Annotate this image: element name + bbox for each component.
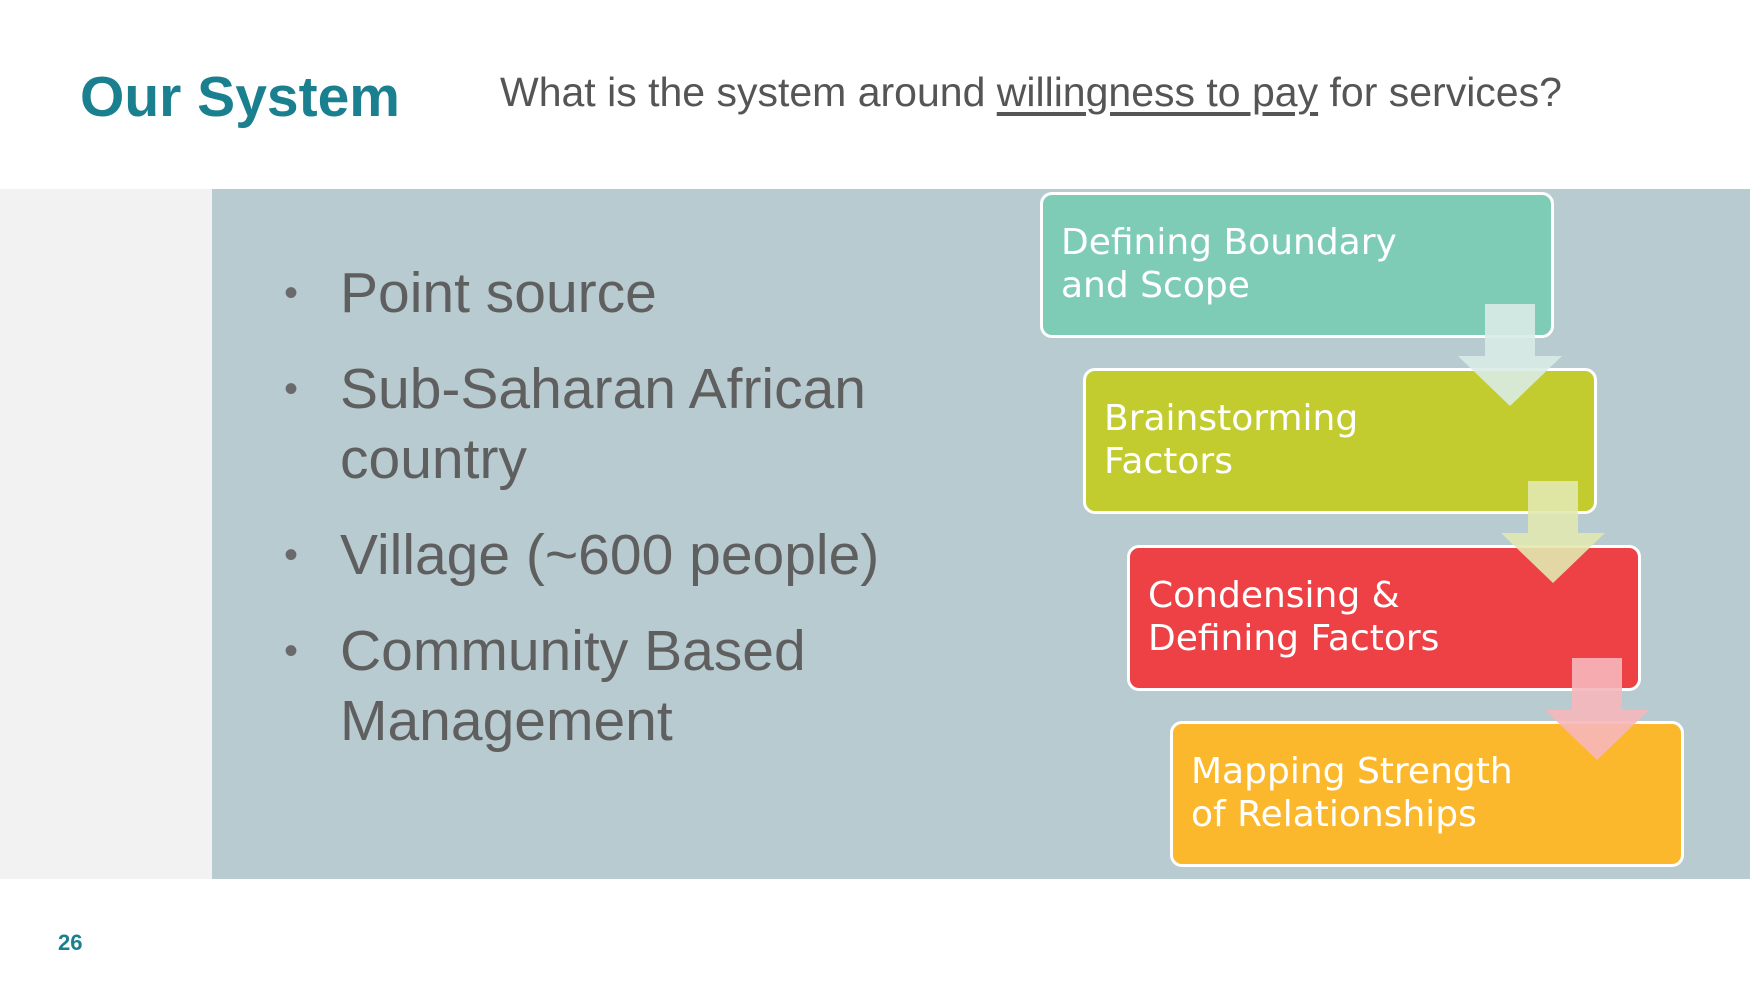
process-step-label: Condensing & Defining Factors — [1148, 575, 1440, 659]
bullet-list: • Point source • Sub-Saharan African count… — [280, 258, 980, 782]
slide-subtitle: What is the system around willingness to… — [500, 69, 1562, 116]
process-step-1: Defining Boundary and Scope — [1040, 192, 1554, 338]
bullet-item: • Village (~600 people) — [280, 520, 980, 590]
bullet-text: Community Based Management — [340, 619, 806, 753]
process-step-label: Brainstorming Factors — [1104, 398, 1359, 482]
bullet-dot-icon: • — [284, 533, 299, 577]
slide-title: Our System — [80, 65, 400, 129]
process-step-4: Mapping Strength of Relationships — [1170, 721, 1684, 867]
subtitle-text-after: for services? — [1318, 69, 1562, 115]
down-arrow-icon — [1501, 481, 1605, 583]
subtitle-text-before: What is the system around — [500, 69, 997, 115]
process-step-label: Defining Boundary and Scope — [1061, 222, 1397, 306]
down-arrow-icon — [1545, 658, 1649, 760]
bullet-dot-icon: • — [284, 629, 299, 673]
bullet-dot-icon: • — [284, 367, 299, 411]
bullet-text: Sub-Saharan African country — [340, 357, 866, 491]
subtitle-underlined-text: willingness to pay — [996, 69, 1319, 115]
left-margin-band — [0, 189, 212, 879]
bullet-dot-icon: • — [284, 271, 299, 315]
bullet-item: • Community Based Management — [280, 616, 980, 756]
process-step-3: Condensing & Defining Factors — [1127, 545, 1641, 691]
bullet-item: • Point source — [280, 258, 980, 328]
down-arrow-icon — [1458, 304, 1562, 406]
bullet-text: Village (~600 people) — [340, 523, 880, 587]
bullet-item: • Sub-Saharan African country — [280, 354, 980, 494]
page-number: 26 — [58, 930, 83, 955]
process-step-label: Mapping Strength of Relationships — [1191, 751, 1513, 835]
bullet-text: Point source — [340, 261, 657, 325]
